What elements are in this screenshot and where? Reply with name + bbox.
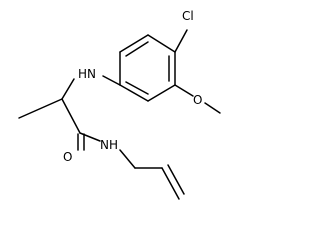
ring-bond-2 xyxy=(147,34,176,53)
allyl-double-bond-1 xyxy=(161,167,180,200)
o-methoxy-bond-methyl xyxy=(204,102,221,114)
carbonyl-oxygen-label: O xyxy=(63,150,72,164)
nh-to-ring-bond xyxy=(102,75,121,86)
ring-bond-5 xyxy=(119,84,149,102)
chiral-carbon-to-carbonyl-bond xyxy=(61,98,81,134)
allyl-double-bond-2 xyxy=(167,164,185,195)
nh-to-chiral-carbon-bond xyxy=(61,78,75,100)
amine-nh-label: HN xyxy=(78,67,96,81)
molecule-structure-diagram: Cl O HN O NH xyxy=(18,9,221,200)
ring-double-bond-inner-3 xyxy=(125,81,149,95)
cl-bond xyxy=(174,29,188,53)
atom-labels: Cl O HN O NH xyxy=(63,9,202,164)
ring-bond-1 xyxy=(119,34,149,53)
carbonyl-to-amide-n-bond xyxy=(79,132,101,142)
chlorine-label: Cl xyxy=(182,9,194,23)
bonds xyxy=(18,29,221,200)
ring-bond-4 xyxy=(147,84,176,102)
o-methoxy-bond-ring xyxy=(174,84,194,97)
amide-n-to-allyl-bond xyxy=(119,149,136,169)
amide-nh-label: NH xyxy=(100,138,118,152)
ring-double-bond-inner-1 xyxy=(125,41,149,57)
methoxy-oxygen-label: O xyxy=(193,93,202,107)
chiral-carbon-to-methyl-bond xyxy=(18,98,63,119)
